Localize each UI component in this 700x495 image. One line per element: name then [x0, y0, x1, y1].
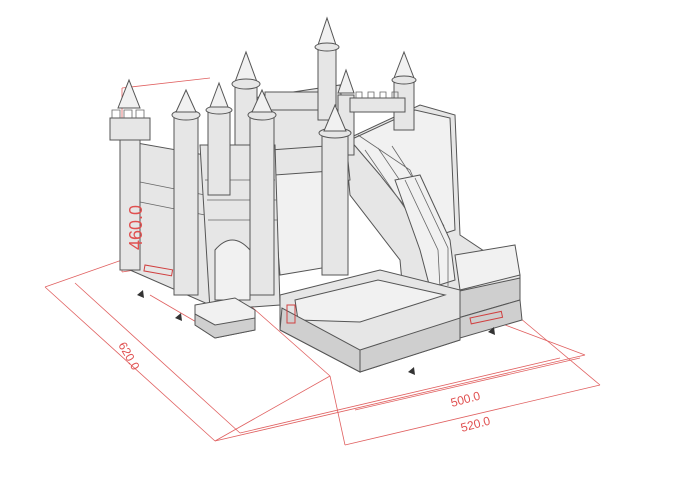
front-towers [109, 78, 352, 296]
dim-depth-label: 620.0 [115, 340, 142, 373]
ball-pool [279, 269, 461, 373]
dimension-lines [44, 77, 601, 446]
slide [344, 104, 523, 339]
dim-height-label: 460.0 [126, 205, 146, 250]
dim-width-inner-label: 500.0 [449, 389, 482, 410]
anchor-stakes [137, 290, 495, 375]
